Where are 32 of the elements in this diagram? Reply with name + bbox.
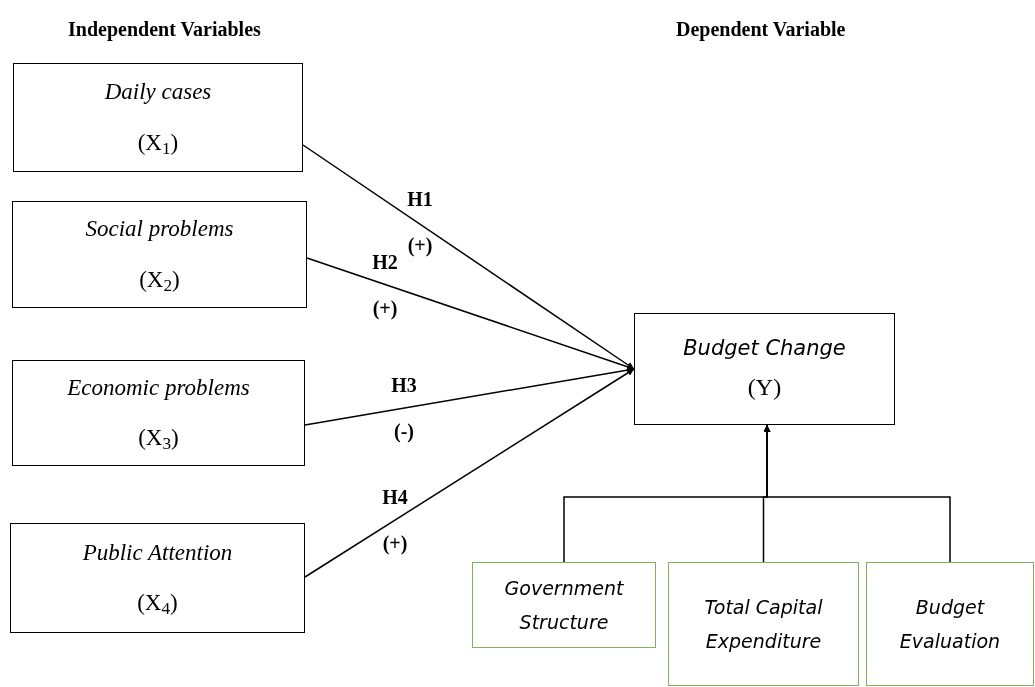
variable-name: Budget Change (683, 335, 846, 363)
arrow (304, 368, 635, 578)
variable-name: Total Capital Expenditure (703, 595, 824, 654)
column-heading: Independent Variables (68, 17, 261, 43)
variable-symbol: (Y) (747, 372, 782, 402)
variable-symbol: (X$_{1}$) (137, 128, 179, 160)
arrow (304, 366, 635, 426)
edge-label: H4 (+) (381, 485, 409, 557)
variable-symbol: (X$_{4}$) (137, 589, 178, 621)
arrow (306, 257, 635, 371)
variable-name: Budget Evaluation (898, 595, 1002, 654)
variable-name: Social problems (85, 215, 234, 243)
edge-label: H2 (+) (371, 250, 399, 322)
variable-box (12, 201, 307, 308)
arrow (302, 144, 635, 370)
variable-box (10, 523, 305, 633)
variable-box (634, 313, 895, 425)
arrow (763, 424, 951, 563)
edge-label: H1 (+) (406, 187, 434, 259)
variable-name: Economic problems (67, 373, 250, 402)
variable-symbol: (X$_{2}$) (139, 265, 180, 297)
indicator-box (472, 562, 656, 648)
variable-box (13, 63, 303, 172)
edge-label: H3 (-) (390, 373, 418, 445)
column-heading: Dependent Variable (676, 17, 846, 43)
variable-box (12, 360, 305, 466)
indicator-box (866, 562, 1034, 686)
variable-name: Government Structure (503, 576, 625, 635)
variable-symbol: (X$_{3}$) (138, 424, 179, 456)
variable-name: Public Attention (82, 538, 233, 567)
variable-name: Daily cases (104, 78, 212, 106)
indicator-box (668, 562, 859, 686)
